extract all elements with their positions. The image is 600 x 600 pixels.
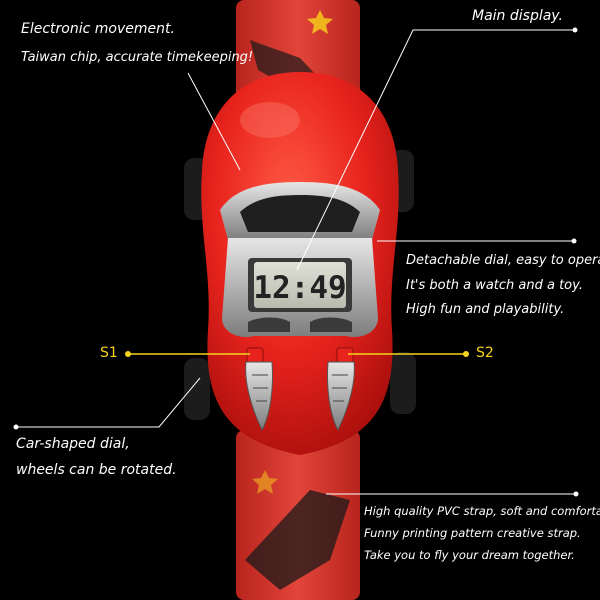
dial-line-2: It's both a watch and a toy. (406, 278, 583, 293)
button-dots (125, 351, 469, 357)
display-title: Main display. (472, 8, 563, 24)
movement-callout-line (187, 72, 241, 171)
lcd-time: 12:49 (253, 270, 346, 306)
windshield (220, 182, 380, 240)
wheels-line-1: Car-shaped dial, (16, 436, 130, 452)
callout-lines (16, 29, 576, 495)
s2-label: S2 (476, 345, 494, 361)
dial-line-1: Detachable dial, easy to operate. (406, 253, 600, 268)
strap-line-1: High quality PVC strap, soft and comfort… (364, 504, 600, 518)
display-callout-line (296, 29, 575, 271)
wheels-line-2: wheels can be rotated. (16, 462, 177, 478)
dial-line-3: High fun and playability. (406, 302, 565, 317)
strap-line-2: Funny printing pattern creative strap. (364, 526, 581, 540)
wheels-callout-line (16, 377, 201, 428)
callout-dots (13, 27, 579, 497)
movement-title: Electronic movement. (21, 21, 175, 37)
dial-frame (222, 238, 378, 338)
s1-label: S1 (100, 345, 118, 361)
movement-detail: Taiwan chip, accurate timekeeping! (21, 50, 254, 65)
strap-line-3: Take you to fly your dream together. (364, 548, 575, 562)
hood-vents (245, 361, 355, 432)
strap-bottom (236, 430, 360, 600)
